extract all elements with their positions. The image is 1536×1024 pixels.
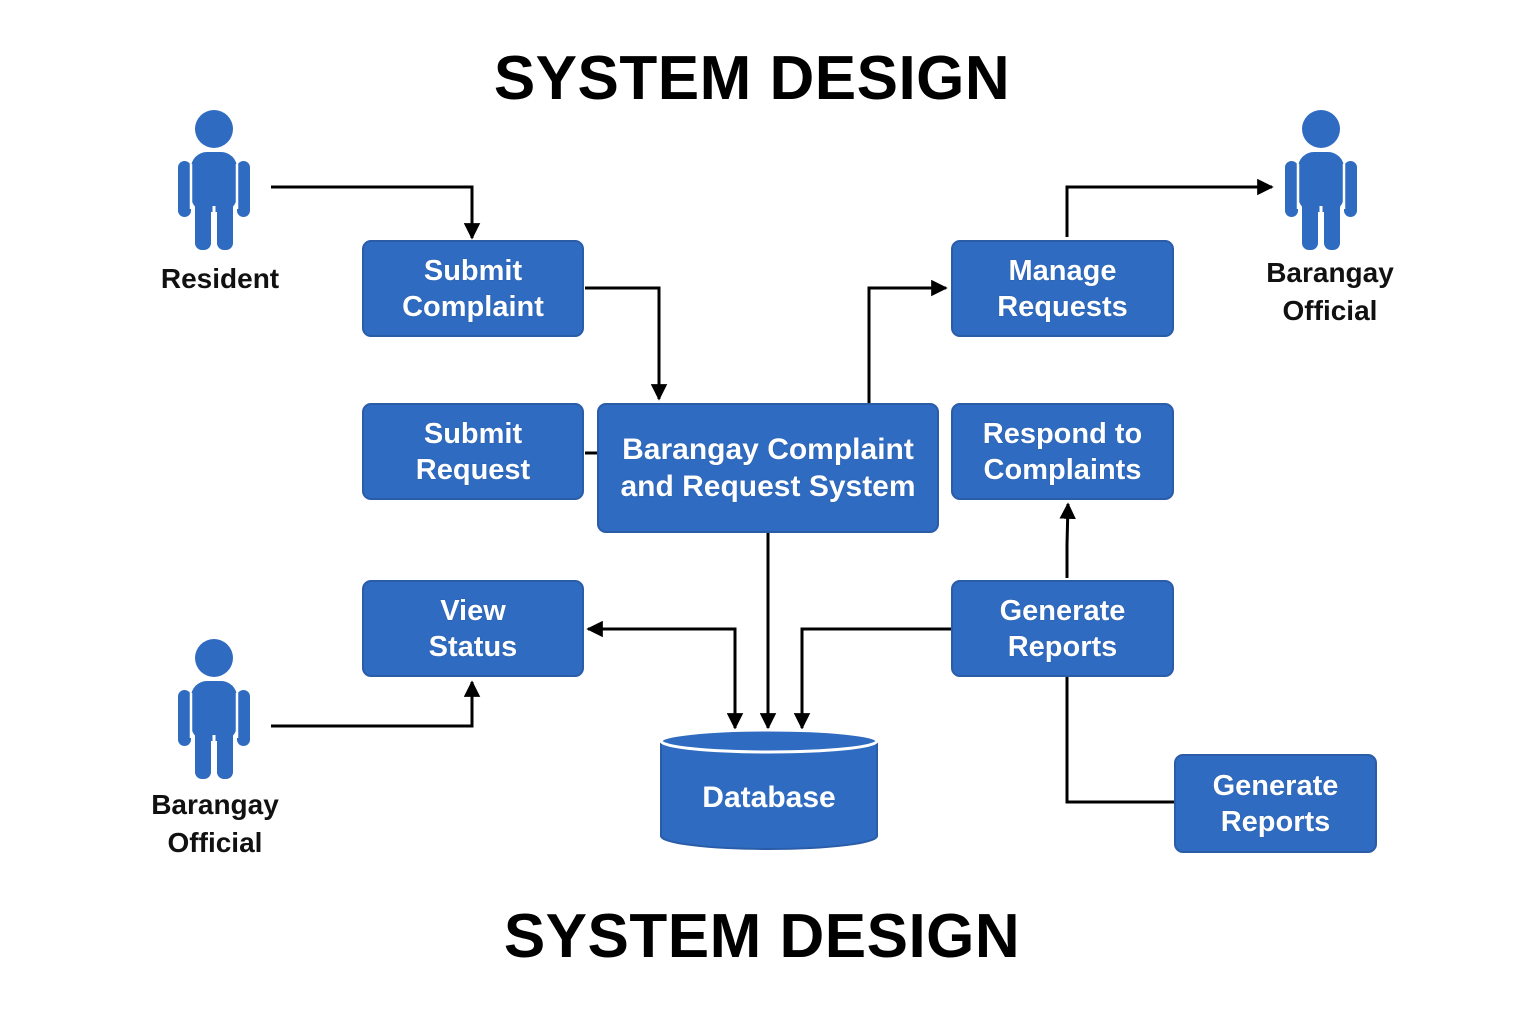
process-label-line: Status <box>428 630 518 663</box>
process-label-line: Respond to <box>982 417 1143 450</box>
actor-label-line: Resident <box>160 263 280 294</box>
process-label-line: Complaints <box>983 453 1142 486</box>
process-label-line: Manage <box>1008 254 1117 287</box>
process-view-status: View Status <box>362 580 584 677</box>
actor-label-line: Barangay <box>1266 257 1394 288</box>
database-cylinder-icon <box>659 728 879 850</box>
process-label-line: Reports <box>1007 630 1118 663</box>
process-label-line: Requests <box>997 290 1128 323</box>
person-icon <box>178 639 250 779</box>
person-icon <box>178 110 250 250</box>
arrow-system-to-manage-requests <box>867 279 948 403</box>
database-label: Database <box>702 781 836 814</box>
process-label-line: View <box>440 594 506 627</box>
actor-label-resident: Resident <box>140 260 300 298</box>
arrow-manage-requests-to-official <box>1065 178 1274 237</box>
arrow-generate-reports-to-respond <box>1059 502 1076 578</box>
arrow-submit-complaint-to-system <box>585 286 668 401</box>
arrow-resident-to-submit-complaint <box>271 185 481 240</box>
process-generate-reports-secondary: Generate Reports <box>1174 754 1377 853</box>
process-label-line: Generate <box>1212 769 1339 802</box>
actor-label-line: Barangay <box>151 789 279 820</box>
arrow-official-to-view-status <box>271 680 481 728</box>
process-respond-to-complaints: Respond to Complaints <box>951 403 1174 500</box>
actor-label-official-bottom: Barangay Official <box>125 786 305 862</box>
process-label-line: Submit <box>423 417 523 450</box>
arrow-database-view-status <box>586 620 744 730</box>
actor-label-official-top: Barangay Official <box>1240 254 1420 330</box>
process-submit-complaint: Submit Complaint <box>362 240 584 337</box>
diagram-title-top: SYSTEM DESIGN <box>493 44 1011 113</box>
line-generate-reports-link <box>1065 677 1174 804</box>
process-label-line: Reports <box>1220 805 1331 838</box>
process-label-line: Submit <box>423 254 523 287</box>
process-label-line: Barangay Complaint <box>622 433 914 466</box>
process-label-line: and Request System <box>620 470 916 503</box>
process-generate-reports: Generate Reports <box>951 580 1174 677</box>
process-label-line: Complaint <box>402 290 544 323</box>
process-submit-request: Submit Request <box>362 403 584 500</box>
process-manage-requests: Manage Requests <box>951 240 1174 337</box>
actor-label-line: Official <box>1282 295 1378 326</box>
arrow-generate-reports-to-database <box>793 627 951 730</box>
person-icon <box>1285 110 1357 250</box>
process-label-line: Request <box>415 453 531 486</box>
process-central-system: Barangay Complaint and Request System <box>597 403 939 533</box>
process-label-line: Generate <box>999 594 1126 627</box>
diagram-title-bottom: SYSTEM DESIGN <box>503 902 1021 971</box>
actor-label-line: Official <box>167 827 263 858</box>
